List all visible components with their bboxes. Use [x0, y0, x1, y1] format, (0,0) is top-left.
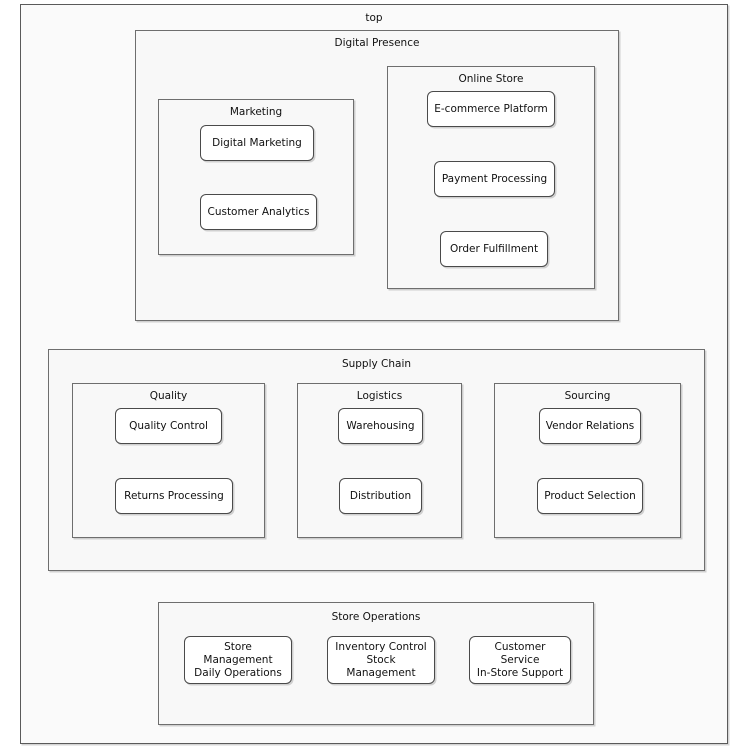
node-customer-service[interactable]: Customer Service In-Store Support: [469, 636, 571, 684]
node-product-selection[interactable]: Product Selection: [537, 478, 643, 514]
node-order-fulfillment-label: Order Fulfillment: [449, 242, 539, 255]
cluster-logistics-title: Logistics: [356, 390, 403, 402]
cluster-logistics[interactable]: Logistics Warehousing Distribution: [297, 383, 462, 538]
node-quality-control[interactable]: Quality Control: [115, 408, 222, 444]
node-returns-processing-label: Returns Processing: [124, 489, 224, 502]
cluster-marketing-title: Marketing: [229, 106, 283, 118]
cluster-marketing[interactable]: Marketing Digital Marketing Customer Ana…: [158, 99, 354, 255]
node-store-management[interactable]: Store Management Daily Operations: [184, 636, 292, 684]
cluster-store-operations-title: Store Operations: [331, 611, 421, 623]
node-distribution-label: Distribution: [349, 489, 412, 502]
node-quality-control-label: Quality Control: [129, 419, 208, 432]
cluster-quality[interactable]: Quality Quality Control Returns Processi…: [72, 383, 265, 538]
node-inventory-control-label: Inventory Control Stock Management: [335, 640, 427, 679]
node-vendor-relations-label: Vendor Relations: [545, 419, 635, 432]
node-ecommerce-platform[interactable]: E-commerce Platform: [427, 91, 555, 127]
node-order-fulfillment[interactable]: Order Fulfillment: [440, 231, 548, 267]
node-digital-marketing-label: Digital Marketing: [212, 136, 302, 149]
node-payment-processing[interactable]: Payment Processing: [434, 161, 555, 197]
node-distribution[interactable]: Distribution: [339, 478, 422, 514]
node-vendor-relations[interactable]: Vendor Relations: [539, 408, 641, 444]
node-digital-marketing[interactable]: Digital Marketing: [200, 125, 314, 161]
node-product-selection-label: Product Selection: [544, 489, 636, 502]
cluster-online-store[interactable]: Online Store E-commerce Platform Payment…: [387, 66, 595, 289]
node-store-management-label: Store Management Daily Operations: [194, 640, 282, 679]
node-customer-analytics[interactable]: Customer Analytics: [200, 194, 317, 230]
node-customer-analytics-label: Customer Analytics: [207, 205, 310, 218]
cluster-digital-presence-title: Digital Presence: [334, 37, 420, 49]
cluster-top-title: top: [365, 12, 383, 24]
cluster-sourcing[interactable]: Sourcing Vendor Relations Product Select…: [494, 383, 681, 538]
node-ecommerce-platform-label: E-commerce Platform: [434, 102, 548, 115]
cluster-online-store-title: Online Store: [458, 73, 524, 85]
cluster-supply-chain[interactable]: Supply Chain Quality Quality Control Ret…: [48, 349, 705, 571]
node-warehousing[interactable]: Warehousing: [338, 408, 423, 444]
cluster-top[interactable]: top Digital Presence Marketing Digital M…: [20, 4, 728, 744]
cluster-supply-chain-title: Supply Chain: [341, 358, 412, 370]
node-payment-processing-label: Payment Processing: [441, 172, 548, 185]
cluster-quality-title: Quality: [149, 390, 188, 402]
node-warehousing-label: Warehousing: [346, 419, 415, 432]
cluster-store-operations[interactable]: Store Operations Store Management Daily …: [158, 602, 594, 725]
node-customer-service-label: Customer Service In-Store Support: [476, 640, 564, 679]
cluster-digital-presence[interactable]: Digital Presence Marketing Digital Marke…: [135, 30, 619, 321]
node-returns-processing[interactable]: Returns Processing: [115, 478, 233, 514]
cluster-sourcing-title: Sourcing: [564, 390, 611, 402]
node-inventory-control[interactable]: Inventory Control Stock Management: [327, 636, 435, 684]
